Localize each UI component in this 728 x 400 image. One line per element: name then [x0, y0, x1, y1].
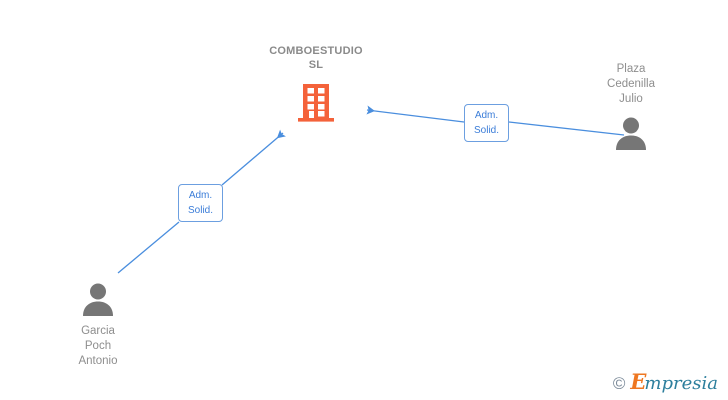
copyright-icon: © — [612, 374, 626, 393]
person-icon — [79, 280, 117, 318]
edge-plaza-cedenilla-julio[interactable] — [366, 105, 625, 136]
person-node-garcia-poch-antonio[interactable]: Garcia Poch Antonio — [38, 280, 158, 369]
relation-label-plaza-cedenilla-julio[interactable]: Adm. Solid. — [464, 104, 509, 142]
brand-name: mpresia — [644, 373, 718, 394]
relation-label-garcia-poch-antonio[interactable]: Adm. Solid. — [178, 184, 223, 222]
watermark-empresia: © Empresia — [613, 371, 718, 394]
company-node-comboestudio-sl[interactable]: COMBOESTUDIO SL — [236, 44, 396, 124]
edge-garcia-poch-antonio[interactable] — [117, 129, 286, 274]
person-node-plaza-cedenilla-julio[interactable]: Plaza Cedenilla Julio — [571, 62, 691, 152]
brand-initial: E — [630, 369, 647, 394]
office-building-icon — [294, 80, 338, 124]
person-name: Plaza Cedenilla Julio — [607, 63, 655, 105]
person-name: Garcia Poch Antonio — [78, 325, 118, 367]
company-title: COMBOESTUDIO SL — [269, 45, 363, 71]
person-icon — [612, 114, 650, 152]
